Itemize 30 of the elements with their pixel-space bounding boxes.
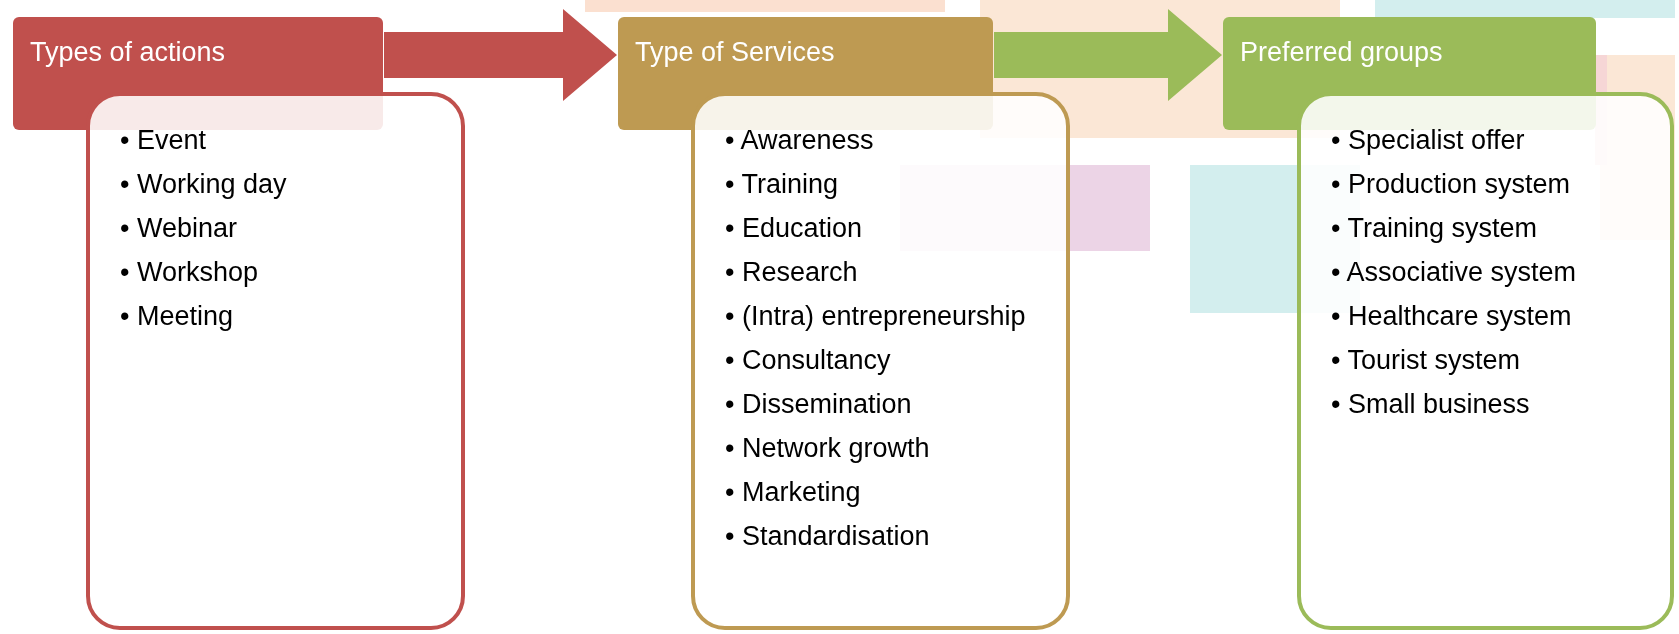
arrow bbox=[994, 9, 1222, 101]
list-item: • Standardisation bbox=[725, 520, 931, 553]
list-item: • Awareness bbox=[725, 124, 875, 157]
list-card bbox=[86, 92, 465, 630]
arrow bbox=[384, 9, 617, 101]
list-item: • Associative system bbox=[1331, 256, 1578, 289]
list-item: • Training bbox=[725, 168, 839, 201]
list-item: • Tourist system bbox=[1331, 344, 1521, 377]
list-item: • Specialist offer bbox=[1331, 124, 1526, 157]
header-title: Type of Services bbox=[635, 37, 835, 68]
list-item: • Working day bbox=[120, 168, 288, 201]
list-item: • Meeting bbox=[120, 300, 234, 333]
list-item: • Education bbox=[725, 212, 864, 245]
list-item: • Small business bbox=[1331, 388, 1531, 421]
header-title: Preferred groups bbox=[1240, 37, 1443, 68]
list-item: • Production system bbox=[1331, 168, 1572, 201]
list-item: • Workshop bbox=[120, 256, 259, 289]
list-item: • Event bbox=[120, 124, 207, 157]
list-card bbox=[1297, 92, 1674, 630]
list-item: • Consultancy bbox=[725, 344, 892, 377]
list-item: • Dissemination bbox=[725, 388, 913, 421]
list-item: • Healthcare system bbox=[1331, 300, 1573, 333]
list-item: • Webinar bbox=[120, 212, 238, 245]
header-title: Types of actions bbox=[30, 37, 226, 68]
list-item: • Training system bbox=[1331, 212, 1539, 245]
list-card bbox=[691, 92, 1070, 630]
list-item: • Marketing bbox=[725, 476, 862, 509]
list-item: • Research bbox=[725, 256, 859, 289]
list-item: • (Intra) entrepreneurship bbox=[725, 300, 1027, 333]
list-item: • Network growth bbox=[725, 432, 931, 465]
